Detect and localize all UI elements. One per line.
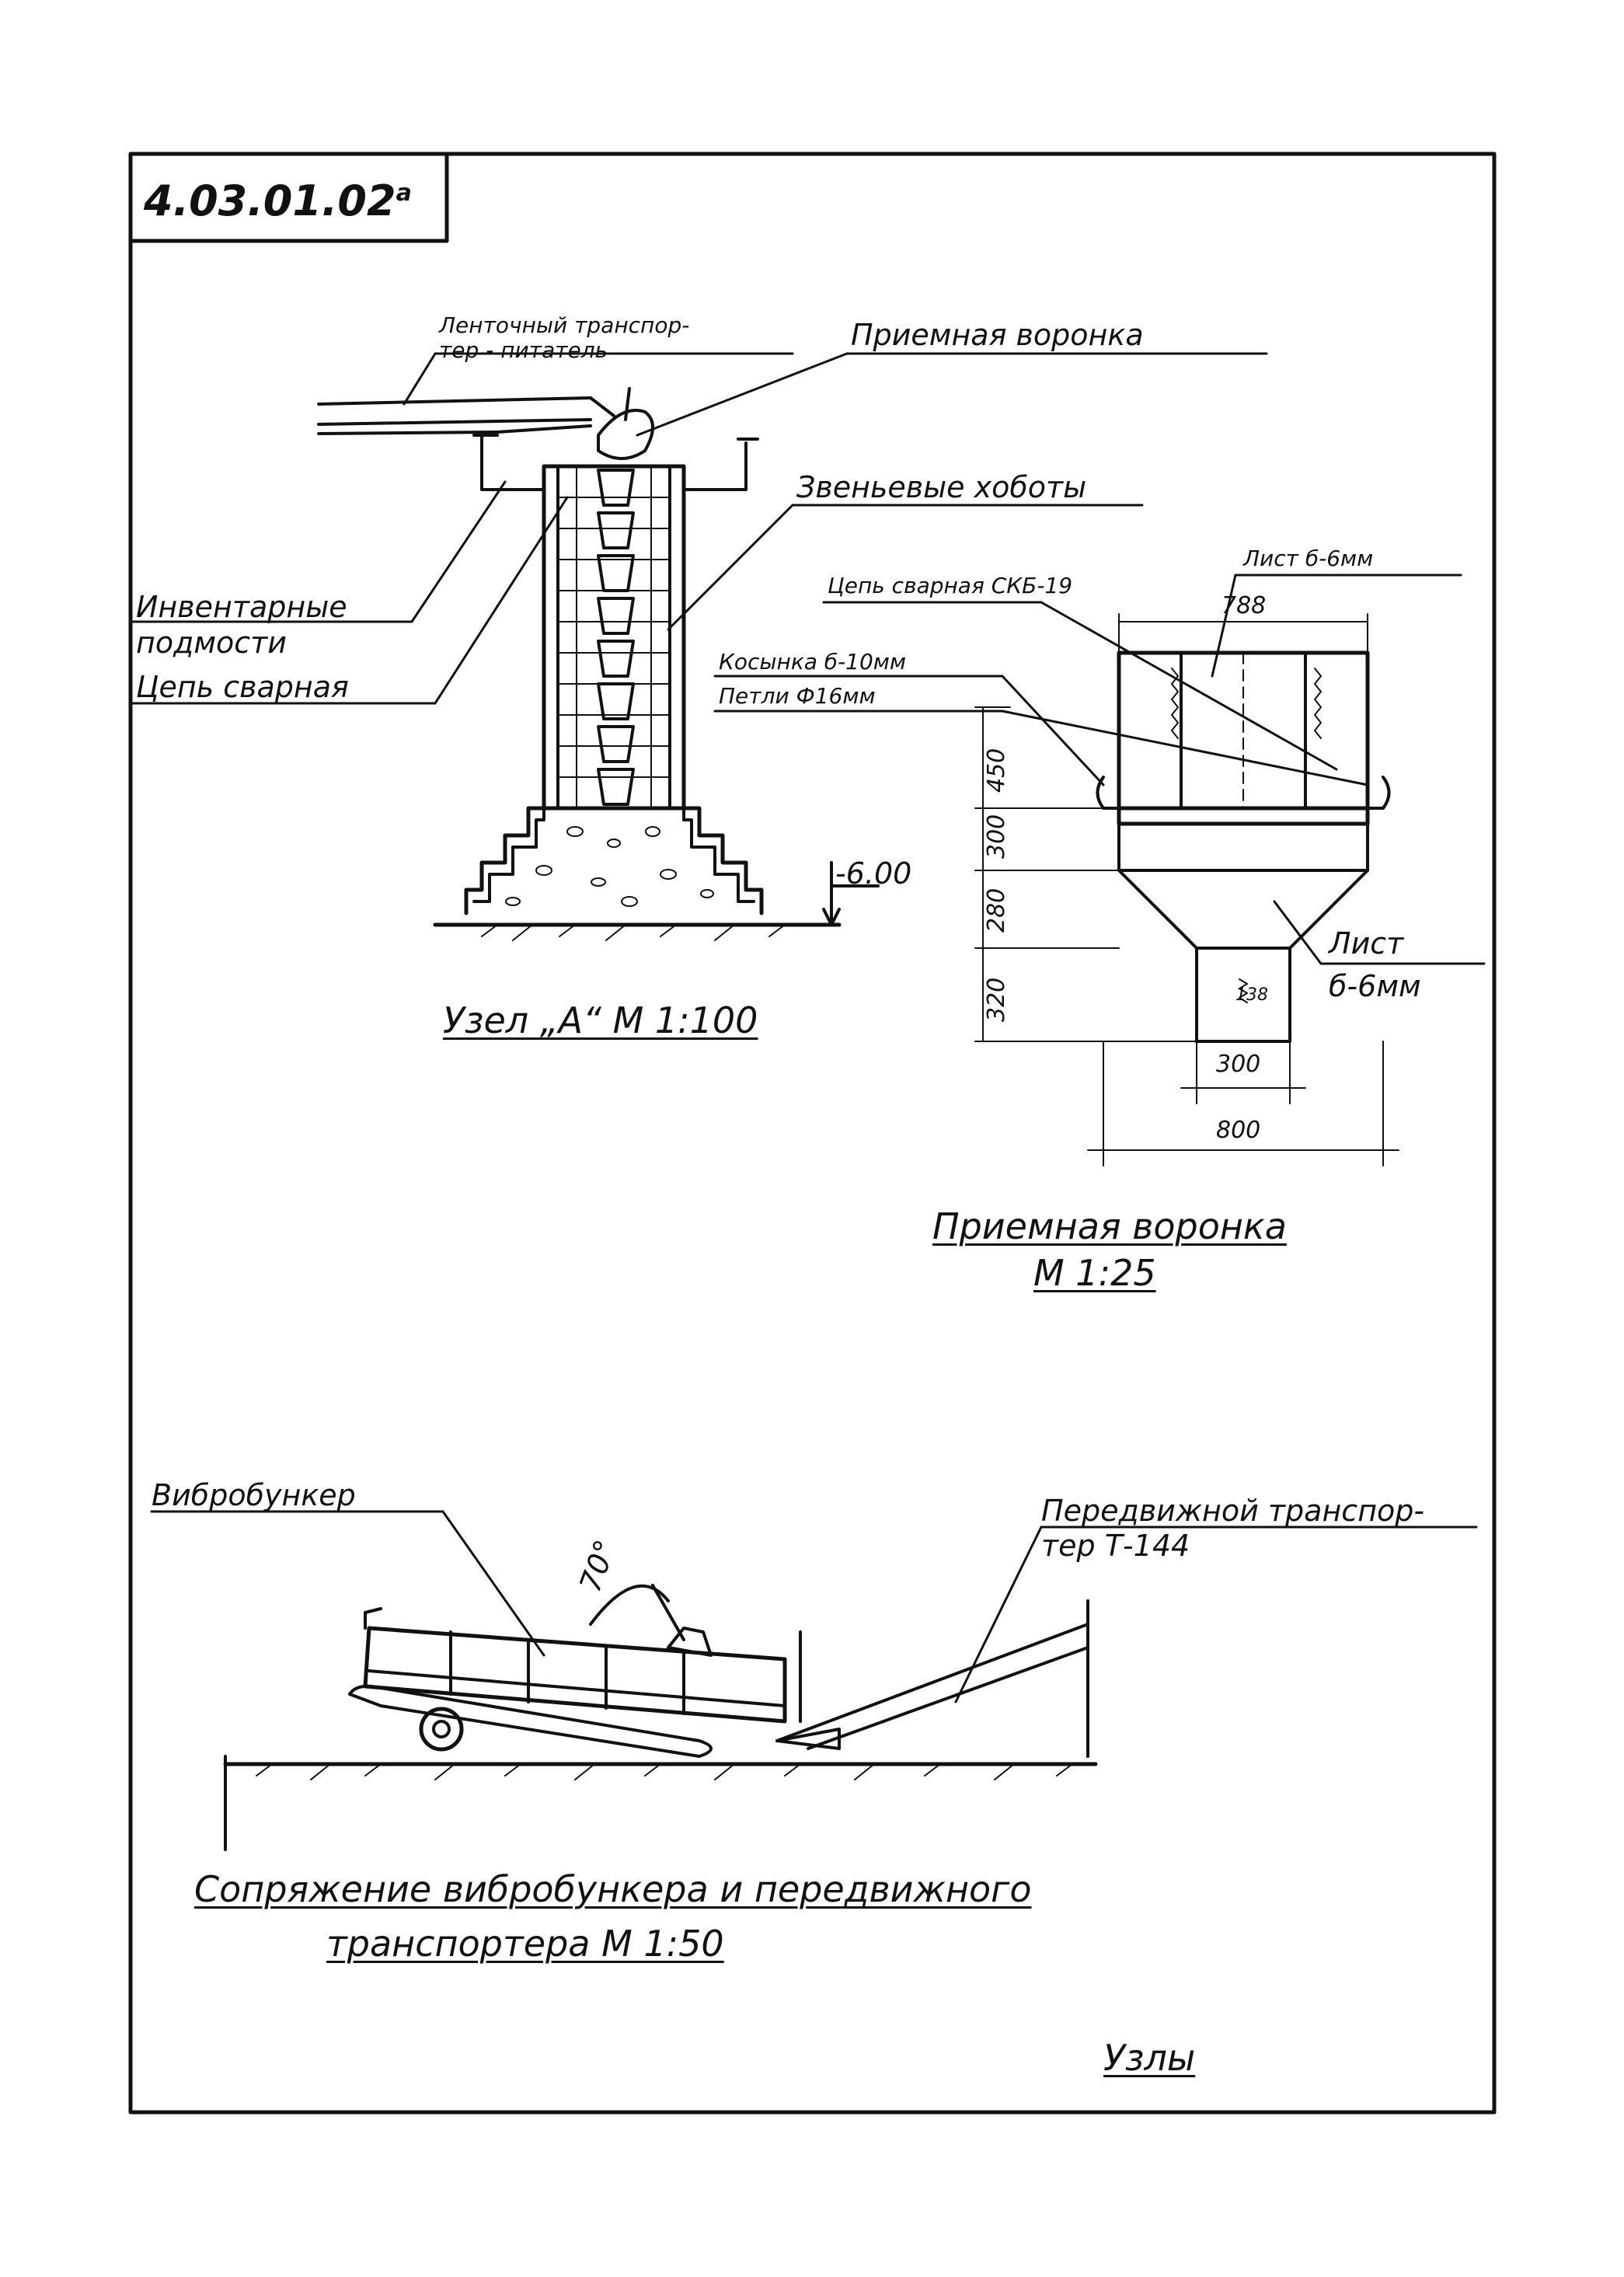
label-scaffold-2: подмости [136, 626, 288, 660]
sheet-code: 4.03.01.02а [144, 180, 412, 222]
label-loops: Петли Ф16мм [719, 683, 876, 709]
label-sheet-bottom: Лист [1329, 926, 1404, 961]
conjunction-drawing [223, 1584, 1098, 1851]
node-a-drawing [317, 387, 880, 941]
node-a-leaders [131, 352, 1268, 705]
dim-h2: 300 [983, 814, 1010, 859]
code-stamp-box [128, 152, 449, 243]
dim-outlet-width: 300 [1216, 1051, 1261, 1078]
label-conveyor-2: тер Т-144 [1041, 1529, 1190, 1563]
label-chain-ckb: Цепь сварная СКБ-19 [828, 573, 1073, 598]
dim-h1: 450 [983, 748, 1010, 793]
label-feeder: Ленточный транспор- [439, 312, 690, 338]
label-chute: Звеньевые хоботы [796, 470, 1087, 504]
label-conveyor: Передвижной транспор- [1041, 1494, 1425, 1528]
sheet-title: Узлы [1103, 2037, 1196, 2079]
dim-h4: 320 [983, 977, 1010, 1022]
hopper-caption: Приемная воронка [932, 1205, 1287, 1247]
label-feeder-2: тер - питатель [439, 337, 608, 363]
label-sheet-bottom-2: б-6мм [1329, 969, 1421, 1003]
conjunction-caption-1: Сопряжение вибробункера и передвижного [194, 1868, 1032, 1910]
label-scaffold: Инвентарные [136, 590, 347, 624]
label-chain: Цепь сварная [136, 670, 349, 704]
dim-bottom-width: 800 [1216, 1117, 1261, 1144]
node-a-caption: Узел „А“ М 1:100 [443, 999, 758, 1041]
dim-top-width: 788 [1221, 592, 1267, 619]
hopper-scale: М 1:25 [1033, 1252, 1156, 1294]
dim-h3: 280 [983, 887, 1010, 933]
sheet-code-text: 4.03.01.02 [144, 176, 396, 225]
label-gusset: Косынка б-10мм [719, 649, 907, 675]
hopper-detail-drawing [974, 613, 1399, 1166]
label-level: -6.00 [835, 856, 912, 891]
label-sheet-top: Лист б-6мм [1243, 546, 1374, 571]
dim-center: 138 [1235, 985, 1268, 1005]
label-hopper: Приемная воронка [851, 318, 1144, 352]
sheet-code-superscript: а [396, 180, 412, 207]
conjunction-leaders [150, 1510, 1478, 1703]
conjunction-caption-2: транспортера М 1:50 [326, 1923, 724, 1965]
sheet-frame [128, 152, 1497, 2115]
hopper-leaders [713, 574, 1486, 965]
label-bunker: Вибробункер [152, 1478, 356, 1512]
